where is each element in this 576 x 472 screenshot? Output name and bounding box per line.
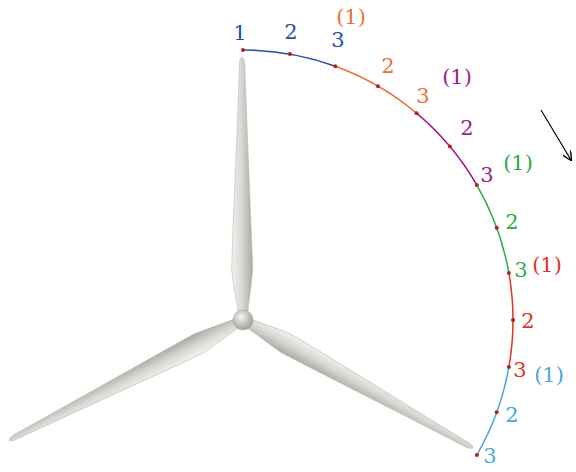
- point-number: 2: [505, 405, 518, 426]
- section-start-label: (1): [503, 153, 533, 174]
- point-number: 3: [483, 446, 496, 467]
- arc-segment: [243, 50, 335, 66]
- point-number: 2: [460, 118, 473, 139]
- arc-segment: [417, 113, 477, 185]
- point: [241, 48, 245, 52]
- point-number: 2: [505, 212, 518, 233]
- point: [448, 144, 452, 148]
- point: [495, 226, 499, 230]
- blade: [245, 314, 478, 456]
- point-number: 3: [514, 260, 527, 281]
- blade: [231, 57, 253, 312]
- arc-segment: [477, 185, 509, 273]
- point-number: 3: [513, 360, 526, 381]
- blade-path-arc: [243, 50, 513, 455]
- point: [376, 84, 380, 88]
- point: [475, 183, 479, 187]
- arc-segment: [335, 66, 416, 113]
- blades: [5, 57, 479, 456]
- section-start-label: (1): [534, 365, 564, 386]
- section-start-label: (1): [336, 7, 366, 28]
- section-start-label: (1): [442, 67, 472, 88]
- point: [507, 271, 511, 275]
- point-number: 3: [480, 165, 493, 186]
- point: [333, 64, 337, 68]
- blade: [5, 315, 241, 451]
- point-number: 3: [331, 30, 344, 51]
- point-number: 2: [284, 22, 297, 43]
- point-number: 2: [381, 56, 394, 77]
- hub: [233, 310, 253, 330]
- section-start-label: (1): [532, 255, 562, 276]
- point: [511, 318, 515, 322]
- point: [507, 365, 511, 369]
- point: [475, 453, 479, 457]
- point-number: 3: [416, 86, 429, 107]
- rotation-arrow: [541, 110, 571, 160]
- points: [241, 48, 515, 457]
- point: [415, 111, 419, 115]
- point-number: 1: [233, 23, 246, 44]
- point: [495, 410, 499, 414]
- arc-segment: [477, 367, 509, 455]
- point-number: 2: [521, 311, 534, 332]
- point: [288, 52, 292, 56]
